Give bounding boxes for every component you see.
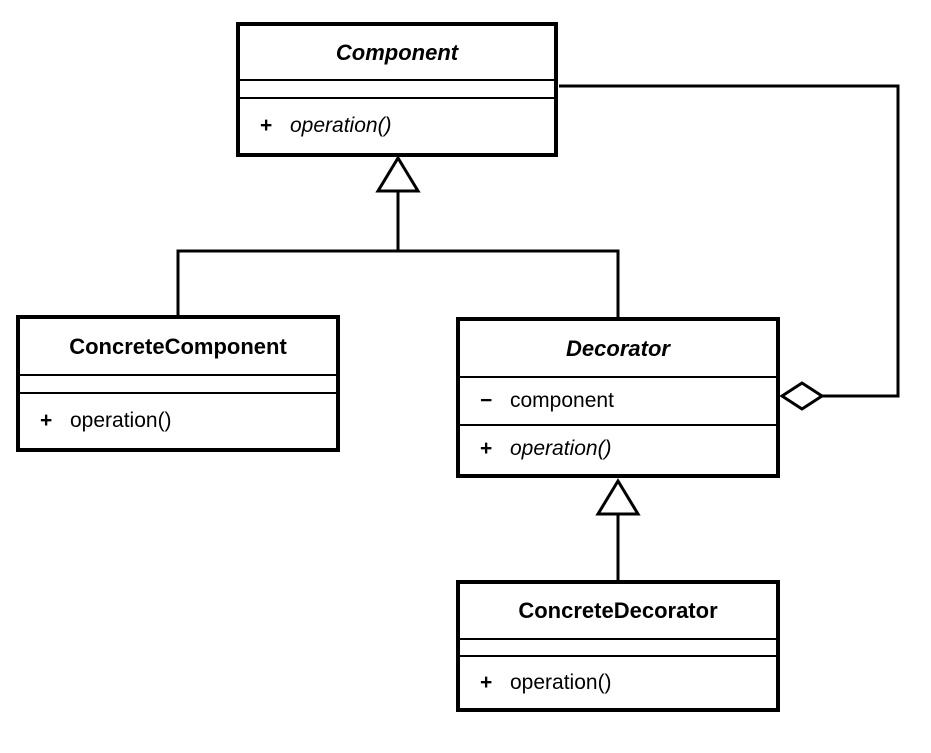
visibility-marker: − <box>480 389 493 412</box>
attribute-row[interactable]: − component <box>460 389 614 413</box>
class-box-concrete-component[interactable]: ConcreteComponent + operation() <box>16 315 340 452</box>
class-box-component[interactable]: Component + operation() <box>236 22 558 157</box>
class-name-label: ConcreteDecorator <box>518 598 718 623</box>
visibility-marker: + <box>480 437 493 460</box>
class-name-compartment: ConcreteComponent <box>20 319 336 374</box>
class-attributes-compartment <box>460 638 776 655</box>
generalization-line-concrete-component <box>176 190 400 315</box>
operation-row[interactable]: + operation() <box>460 437 612 461</box>
generalization-edge-concrete-decorator <box>595 478 641 580</box>
visibility-marker: + <box>260 114 273 137</box>
class-box-concrete-decorator[interactable]: ConcreteDecorator + operation() <box>456 580 780 712</box>
class-attributes-compartment <box>240 79 554 97</box>
visibility-marker: + <box>480 670 493 694</box>
hollow-triangle-icon <box>595 478 641 516</box>
operation-row[interactable]: + operation() <box>460 671 612 695</box>
operation-label: operation() <box>290 114 392 137</box>
class-name-label: ConcreteComponent <box>69 333 287 359</box>
hollow-triangle-icon <box>375 155 421 193</box>
generalization-line-decorator <box>398 249 620 317</box>
operation-row[interactable]: + operation() <box>20 409 172 433</box>
class-name-label: Component <box>335 39 459 65</box>
visibility-marker: + <box>40 409 53 432</box>
class-operations-compartment: + operation() <box>460 424 776 472</box>
operation-label: operation() <box>510 670 612 694</box>
operation-row[interactable]: + operation() <box>240 114 392 138</box>
class-operations-compartment: + operation() <box>460 655 776 708</box>
class-attributes-compartment: − component <box>460 376 776 424</box>
hollow-diamond-icon <box>779 381 825 411</box>
generalization-edge-to-component <box>176 155 620 317</box>
attribute-label: component <box>510 389 614 412</box>
operation-label: operation() <box>510 437 612 460</box>
class-name-compartment: ConcreteDecorator <box>460 584 776 638</box>
class-attributes-compartment <box>20 374 336 392</box>
class-name-compartment: Component <box>240 26 554 79</box>
class-operations-compartment: + operation() <box>240 97 554 153</box>
class-box-decorator[interactable]: Decorator − component + operation() <box>456 317 780 478</box>
class-name-label: Decorator <box>566 335 670 361</box>
class-operations-compartment: + operation() <box>20 392 336 448</box>
operation-label: operation() <box>70 409 172 432</box>
class-name-compartment: Decorator <box>460 321 776 376</box>
